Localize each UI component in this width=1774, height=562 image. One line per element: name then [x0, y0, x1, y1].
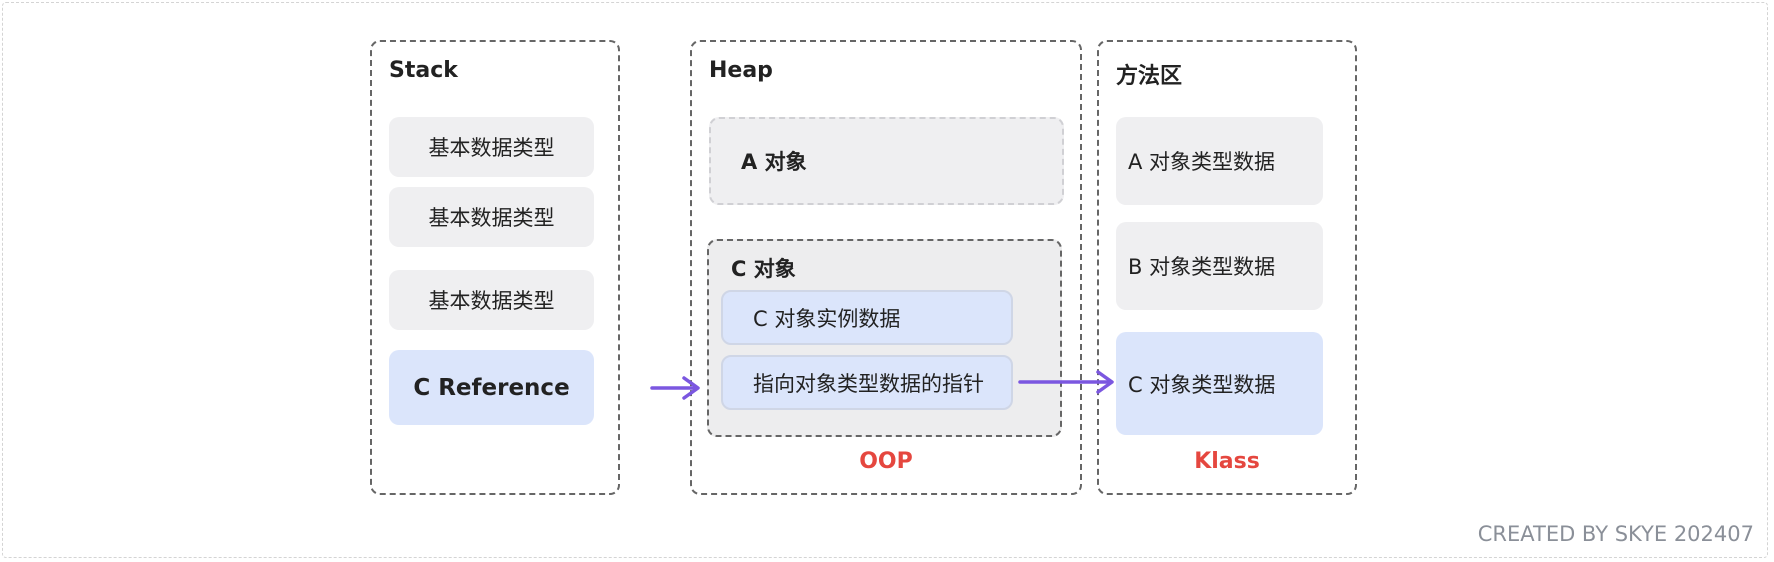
heap-panel: Heap A 对象 C 对象 C 对象实例数据 指向对象类型数据的指针 OOP	[690, 40, 1082, 495]
method-area-type-c: C 对象类型数据	[1116, 332, 1323, 435]
heap-object-c-type-pointer: 指向对象类型数据的指针	[721, 355, 1013, 410]
arrow-pointer-to-klass	[1018, 370, 1114, 394]
stack-primitive-3: 基本数据类型	[389, 270, 594, 330]
stack-c-reference: C Reference	[389, 350, 594, 425]
method-area-panel: 方法区 A 对象类型数据 B 对象类型数据 C 对象类型数据 Klass	[1097, 40, 1357, 495]
heap-title: Heap	[709, 58, 773, 83]
stack-primitive-1: 基本数据类型	[389, 117, 594, 177]
heap-object-a-label: A 对象	[741, 150, 807, 174]
stack-primitive-2: 基本数据类型	[389, 187, 594, 247]
stack-title: Stack	[389, 58, 458, 83]
heap-footer-oop: OOP	[859, 449, 913, 474]
method-area-type-b: B 对象类型数据	[1116, 222, 1323, 310]
heap-object-c-instance-data: C 对象实例数据	[721, 290, 1013, 345]
heap-object-a: A 对象	[709, 117, 1064, 205]
stack-panel: Stack 基本数据类型 基本数据类型 基本数据类型 C Reference	[370, 40, 620, 495]
heap-object-c: C 对象 C 对象实例数据 指向对象类型数据的指针	[707, 239, 1062, 437]
method-area-footer-klass: Klass	[1194, 449, 1260, 474]
arrow-reference-to-object-c	[650, 376, 700, 400]
heap-object-c-title: C 对象	[731, 257, 796, 281]
method-area-title: 方法区	[1116, 64, 1183, 89]
method-area-type-a: A 对象类型数据	[1116, 117, 1323, 205]
credit-text: CREATED BY SKYE 202407	[1477, 522, 1754, 546]
